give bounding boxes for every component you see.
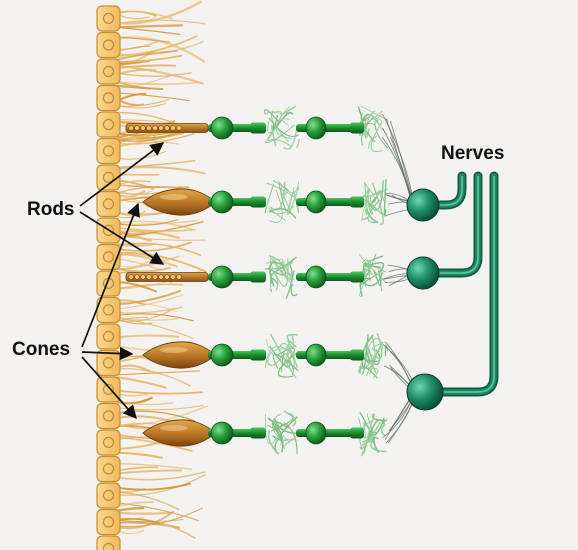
rod-disc (129, 126, 134, 131)
receptor-terminal (250, 350, 266, 361)
rod-disc (153, 275, 158, 280)
epithelium-cell (97, 86, 120, 111)
bipolar-terminal (350, 123, 364, 134)
epithelium-cell (97, 112, 120, 137)
cone-highlight (160, 194, 188, 200)
epithelium-cell (97, 483, 120, 508)
rod-disc (177, 126, 182, 131)
epithelium-cell (97, 510, 120, 535)
epithelium-cell (97, 271, 120, 296)
neuron-body (306, 266, 326, 288)
rod-disc (165, 126, 170, 131)
neuron-body (306, 191, 326, 213)
cone-highlight (160, 425, 188, 431)
rods-label: Rods (27, 199, 75, 221)
rod-disc (135, 275, 140, 280)
ganglion-cell (407, 257, 439, 289)
neuron-body (211, 344, 233, 366)
bipolar-terminal (350, 197, 364, 208)
rod-disc (129, 275, 134, 280)
rod-disc (159, 275, 164, 280)
epithelium-cell (97, 6, 120, 31)
neuron-body (211, 191, 233, 213)
receptor-terminal (250, 197, 266, 208)
rod-disc (141, 275, 146, 280)
epithelium-cell (97, 457, 120, 482)
epithelium-cell (97, 59, 120, 84)
rod-disc (159, 126, 164, 131)
rod-disc (141, 126, 146, 131)
epithelium-cell (97, 33, 120, 58)
epithelium-cell (97, 377, 120, 402)
rod-disc (165, 275, 170, 280)
ganglion-cell (407, 374, 443, 410)
rod-disc (153, 126, 158, 131)
receptor-terminal (250, 272, 266, 283)
cones-label: Cones (12, 339, 70, 361)
neuron-body (211, 422, 233, 444)
bipolar-terminal (350, 350, 364, 361)
rod-disc (135, 126, 140, 131)
bipolar-terminal (350, 272, 364, 283)
epithelium-cell (97, 324, 120, 349)
neuron-body (306, 344, 326, 366)
fringe-strand (118, 513, 169, 514)
rod-disc (171, 275, 176, 280)
neuron-body (306, 422, 326, 444)
epithelium-cell (97, 139, 120, 164)
neuron-body (306, 117, 326, 139)
rod-disc (177, 275, 182, 280)
cone-highlight (160, 347, 188, 353)
epithelium-cell (97, 404, 120, 429)
ganglion-cell (407, 189, 439, 221)
neuron-body (211, 266, 233, 288)
epithelium-cell (97, 351, 120, 376)
receptor-terminal (250, 428, 266, 439)
neuron-body (211, 117, 233, 139)
epithelium-cell (97, 430, 120, 455)
rod-disc (147, 126, 152, 131)
fringe-strand (118, 174, 159, 175)
rod-disc (171, 126, 176, 131)
epithelium-cell (97, 192, 120, 217)
receptor-terminal (250, 123, 266, 134)
rod-disc (147, 275, 152, 280)
bipolar-terminal (350, 428, 364, 439)
nerves-label: Nerves (441, 143, 504, 165)
